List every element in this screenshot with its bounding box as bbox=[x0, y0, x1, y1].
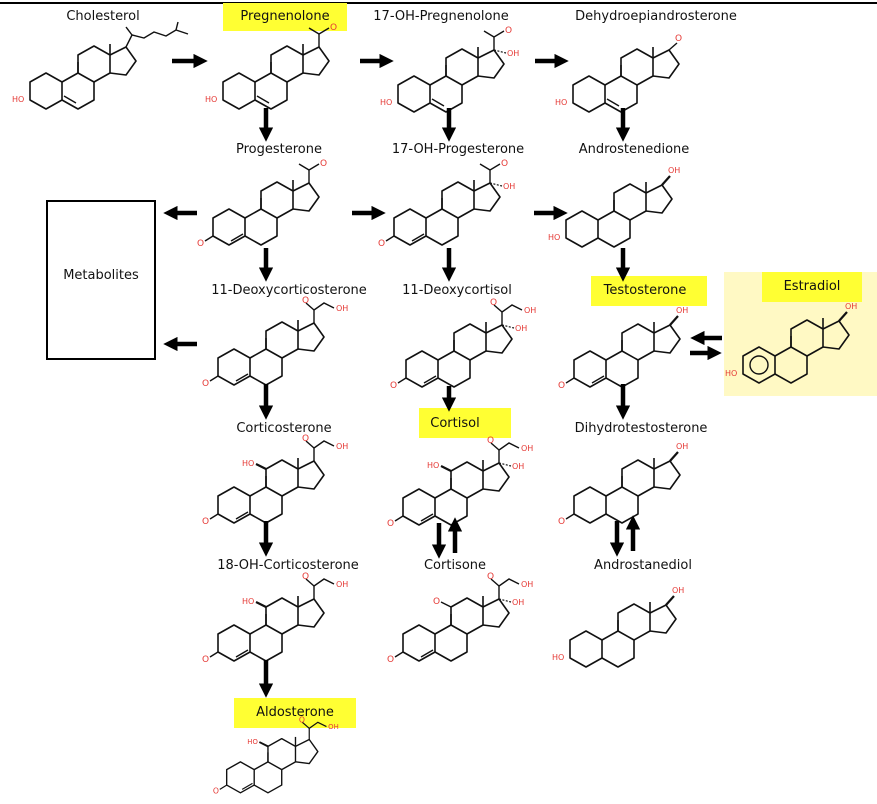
label-17oh-pregnenolone: 17-OH-Pregnenolone bbox=[373, 9, 509, 24]
label-cortisone: Cortisone bbox=[423, 558, 487, 573]
metabolites-label: Metabolites bbox=[63, 268, 139, 283]
label-progesterone: Progesterone bbox=[236, 142, 322, 157]
label-11-deoxycorticosterone: 11-Deoxycorticosterone bbox=[211, 283, 367, 298]
label-pregnenolone: Pregnenolone bbox=[240, 9, 330, 24]
label-androstanediol: Androstanediol bbox=[594, 558, 692, 573]
label-cortisol: Cortisol bbox=[430, 416, 480, 431]
label-dihydrotestosterone: Dihydrotestosterone bbox=[574, 421, 708, 436]
highlight-cortisol bbox=[419, 408, 511, 438]
highlight-testosterone bbox=[591, 276, 707, 306]
label-aldosterone: Aldosterone bbox=[256, 705, 334, 720]
label-cholesterol: Cholesterol bbox=[66, 9, 140, 24]
label-11-deoxycortisol: 11-Deoxycortisol bbox=[402, 283, 512, 298]
top-border-line bbox=[0, 2, 877, 4]
metabolites-box: Metabolites bbox=[46, 200, 156, 360]
label-dhea: Dehydroepiandrosterone bbox=[575, 9, 737, 24]
label-estradiol: Estradiol bbox=[783, 279, 841, 294]
label-18oh-corticosterone: 18-OH-Corticosterone bbox=[217, 558, 359, 573]
highlight-estradiol bbox=[762, 272, 862, 302]
label-17oh-progesterone: 17-OH-Progesterone bbox=[391, 142, 525, 157]
highlight-pregnenolone bbox=[223, 3, 347, 31]
label-corticosterone: Corticosterone bbox=[236, 421, 332, 436]
label-testosterone: Testosterone bbox=[603, 283, 687, 298]
label-androstenedione: Androstenedione bbox=[578, 142, 690, 157]
